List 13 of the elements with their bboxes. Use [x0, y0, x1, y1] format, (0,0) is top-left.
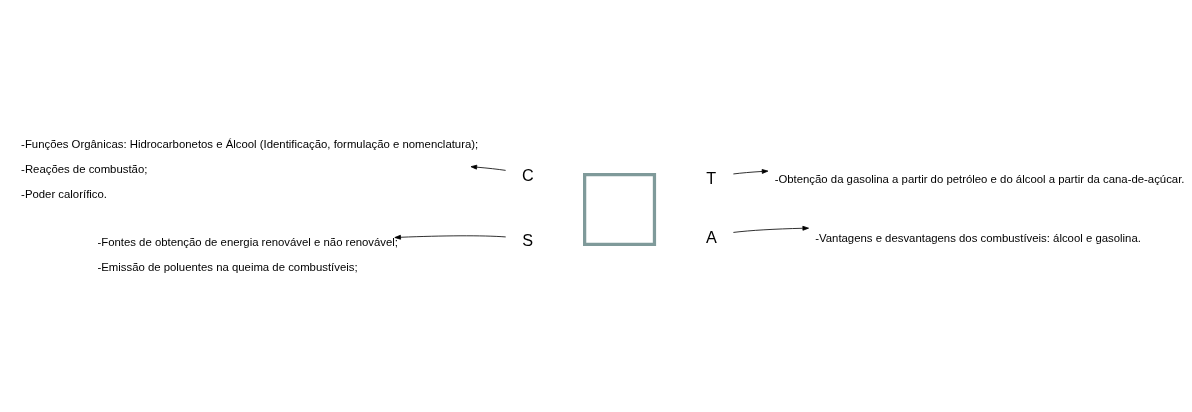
arrow	[732, 225, 809, 233]
node-text: S	[522, 230, 534, 249]
node-text: -Fontes de obtenção de energia renovável e não renovável; -Emissão de poluentes na queima de combustíveis;	[97, 235, 399, 273]
node-text: -Vantagens e desvantagens dos combustíveis: álcool e gasolina.	[815, 231, 1141, 244]
node-text: T	[706, 168, 717, 187]
node-text: -Funções Orgânicas: Hidrocarbonetos e Álcool (Identificação, formulação e nomenclatura); -Reações de combustão; -Poder calorífico.	[21, 137, 479, 200]
node-text: -Obtenção da gasolina a partir do petróleo e do álcool a partir da cana-de-açúcar.	[774, 172, 1185, 185]
arrow	[732, 168, 769, 174]
node-text: C	[521, 165, 534, 184]
node-text: A	[705, 227, 717, 246]
node-box	[583, 172, 657, 246]
arrow	[470, 164, 507, 171]
arrow	[394, 234, 507, 240]
